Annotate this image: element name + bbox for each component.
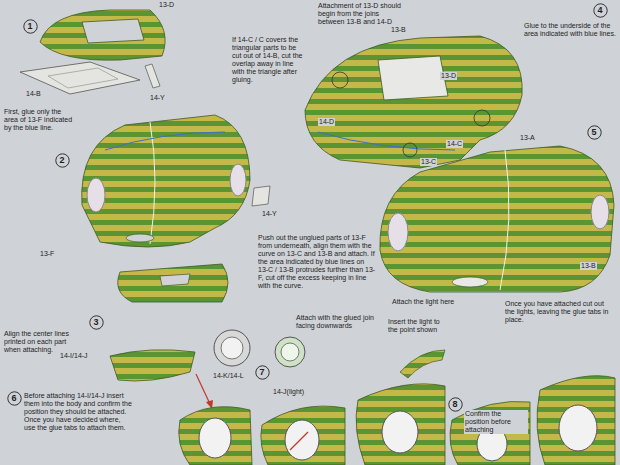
fender-part (110, 350, 195, 381)
light-insert (400, 350, 445, 378)
part-label: 14-D (318, 118, 335, 126)
note-text: Align the center lines printed on each p… (4, 330, 84, 354)
step-circle-ring (587, 125, 600, 138)
hood-line (500, 150, 509, 290)
note-text: Before attaching 14-I/14-J insert them i… (24, 392, 132, 432)
window-cutout (82, 19, 144, 43)
part-label: Attach the light here (392, 298, 454, 306)
part-label: 13-B (580, 262, 597, 270)
step-number: 2 (55, 153, 70, 168)
window-cutout (378, 56, 448, 100)
step-circle: 1 (23, 19, 38, 34)
part-label: 13-D (440, 72, 457, 80)
grille-cutout (452, 277, 488, 287)
note-text: Confirm the position before attaching (464, 410, 528, 434)
part-label: 14-Y (150, 94, 165, 102)
step-number: 4 (593, 3, 608, 18)
step-circle: 6 (7, 391, 22, 406)
fender-part (537, 376, 615, 465)
step-circle: 8 (448, 397, 463, 412)
step-circle-ring (55, 153, 68, 166)
part-label: 14-J(light) (272, 388, 305, 396)
part-label: 13-A (520, 134, 535, 142)
step-number: 8 (448, 397, 463, 412)
headlight (591, 195, 609, 229)
step-number: 3 (89, 315, 104, 330)
note-text: Glue to the underside of the area indica… (524, 22, 616, 38)
light-part (281, 343, 299, 361)
step-circle-ring (448, 397, 461, 410)
light-part (221, 337, 243, 359)
note-text: Push out the unglued parts of 13-F from … (258, 234, 376, 290)
part-label: 14-B (26, 90, 41, 98)
step-circle-ring (255, 365, 268, 378)
grille-cutout (126, 234, 154, 242)
part-label: 13-C (420, 158, 437, 166)
note-text: Insert the light to the point shown (388, 318, 446, 334)
note-text: Attach with the glued join facing downwa… (296, 314, 381, 330)
arrow (196, 374, 210, 404)
mark-circle (474, 110, 490, 126)
step-number: 5 (587, 125, 602, 140)
part-label: 13-D (158, 1, 175, 9)
headlight (388, 213, 408, 251)
step-circle: 7 (255, 365, 270, 380)
note-text: First, glue only the area of 13-F indica… (4, 108, 74, 132)
step-circle-ring (89, 315, 102, 328)
light (382, 411, 418, 453)
step-circle-ring (593, 3, 606, 16)
part-label: 13-B (390, 26, 407, 34)
body-part (305, 36, 522, 168)
headlight (230, 164, 246, 196)
step-circle: 3 (89, 315, 104, 330)
light (559, 405, 597, 451)
step-circle: 2 (55, 153, 70, 168)
note-text: Once you have attached cut out the light… (505, 300, 613, 324)
part-label: 14-I/14-J (60, 352, 88, 360)
part-label: 13-F (40, 250, 54, 258)
step-number: 6 (7, 391, 22, 406)
glue-line (105, 132, 225, 150)
strip-part (145, 64, 160, 88)
strip-part (252, 186, 270, 206)
light-part (214, 330, 250, 366)
light (285, 420, 319, 460)
step-circle: 5 (587, 125, 602, 140)
step-circle-ring (23, 19, 36, 32)
sheet-part (20, 62, 140, 94)
hood-line (150, 122, 155, 244)
sheet-fold (48, 68, 118, 88)
part-label: 14-Y (262, 210, 277, 218)
glue-line (318, 132, 455, 150)
mark-circle (403, 143, 417, 157)
cutout (160, 274, 190, 286)
fender-part (179, 407, 252, 465)
body-part (82, 115, 250, 247)
part-label: 14-C (446, 140, 463, 148)
mark-circle (332, 72, 348, 88)
fender-part (450, 401, 530, 465)
note-text: If 14-C / C covers the triangular parts … (232, 36, 304, 84)
headlight (87, 178, 105, 212)
fender-part (356, 384, 445, 465)
light-part (275, 337, 305, 367)
step-circle-ring (7, 391, 20, 404)
step-number: 1 (23, 19, 38, 34)
step-circle: 4 (593, 3, 608, 18)
light-hole (199, 418, 231, 458)
note-text: Attachment of 13-D should begin from the… (318, 2, 403, 26)
body-part (380, 146, 614, 292)
body-part (118, 264, 228, 302)
arrow (290, 432, 308, 450)
step-number: 7 (255, 365, 270, 380)
fender-part (261, 406, 345, 465)
part-label: 14-K/14-L (212, 372, 245, 380)
body-part (40, 10, 165, 60)
